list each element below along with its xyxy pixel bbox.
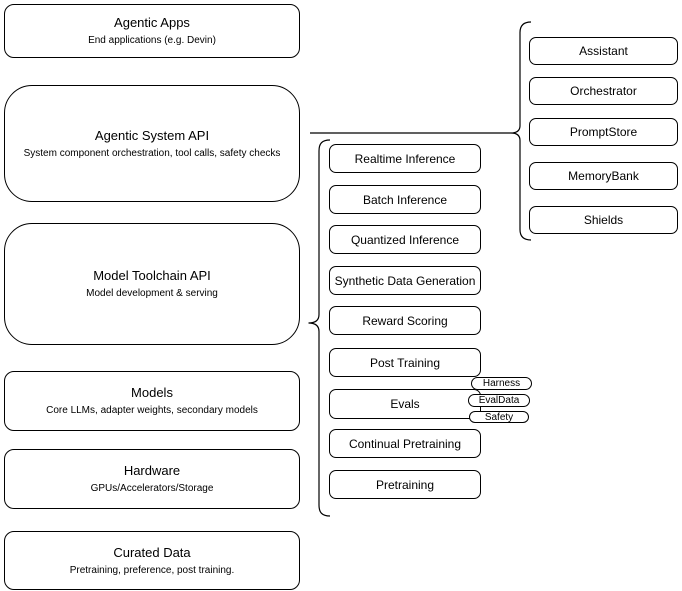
node-title: Models — [131, 385, 173, 400]
node-subtitle: GPUs/Accelerators/Storage — [90, 483, 214, 494]
node-agentic-system-api: Agentic System API System component orch… — [4, 85, 300, 202]
system-components-brace — [510, 21, 532, 241]
node-assistant: Assistant — [529, 37, 678, 65]
node-subtitle: End applications (e.g. Devin) — [88, 35, 216, 46]
node-label: Batch Inference — [362, 192, 448, 207]
pill-label: Harness — [482, 378, 521, 389]
node-subtitle: Model development & serving — [86, 288, 218, 299]
toolchain-brace — [308, 139, 331, 517]
node-label: Continual Pretraining — [348, 436, 462, 451]
node-label: MemoryBank — [568, 169, 639, 183]
node-subtitle: System component orchestration, tool cal… — [23, 147, 281, 159]
node-curated-data: Curated Data Pretraining, preference, po… — [4, 531, 300, 590]
node-label: Quantized Inference — [350, 232, 460, 247]
node-label: Realtime Inference — [354, 151, 456, 166]
node-title: Model Toolchain API — [93, 268, 211, 283]
node-label: Post Training — [369, 355, 441, 370]
node-continual-pretraining: Continual Pretraining — [329, 429, 481, 458]
node-agentic-apps: Agentic Apps End applications (e.g. Devi… — [4, 4, 300, 58]
node-label: PromptStore — [569, 125, 638, 139]
pill-harness: Harness — [471, 377, 532, 390]
node-label: Evals — [390, 397, 420, 411]
pill-evaldata: EvalData — [468, 394, 530, 407]
node-realtime-inference: Realtime Inference — [329, 144, 481, 173]
node-label: Synthetic Data Generation — [334, 273, 476, 288]
node-subtitle: Pretraining, preference, post training. — [69, 564, 235, 576]
pill-label: Safety — [484, 411, 514, 423]
node-label: Reward Scoring — [362, 313, 448, 328]
node-orchestrator: Orchestrator — [529, 77, 678, 105]
node-label: Shields — [583, 213, 624, 227]
node-reward-scoring: Reward Scoring — [329, 306, 481, 335]
node-title: Agentic System API — [94, 127, 210, 143]
node-shields: Shields — [529, 206, 678, 234]
node-promptstore: PromptStore — [529, 118, 678, 146]
node-label: Assistant — [579, 44, 628, 58]
node-synthetic-data-generation: Synthetic Data Generation — [329, 266, 481, 295]
node-label: Orchestrator — [570, 84, 637, 98]
node-quantized-inference: Quantized Inference — [329, 225, 481, 254]
node-evals: Evals — [329, 389, 481, 419]
node-memorybank: MemoryBank — [529, 162, 678, 190]
node-subtitle: Core LLMs, adapter weights, secondary mo… — [46, 405, 258, 416]
node-post-training: Post Training — [329, 348, 481, 377]
pill-label: EvalData — [478, 395, 520, 406]
node-label: Pretraining — [375, 477, 435, 492]
node-title: Agentic Apps — [114, 15, 190, 30]
node-pretraining: Pretraining — [329, 470, 481, 499]
node-model-toolchain-api: Model Toolchain API Model development & … — [4, 223, 300, 345]
node-batch-inference: Batch Inference — [329, 185, 481, 214]
node-title: Hardware — [123, 463, 181, 478]
node-title: Curated Data — [113, 544, 191, 560]
node-models: Models Core LLMs, adapter weights, secon… — [4, 371, 300, 431]
node-hardware: Hardware GPUs/Accelerators/Storage — [4, 449, 300, 509]
pill-safety: Safety — [469, 411, 529, 423]
